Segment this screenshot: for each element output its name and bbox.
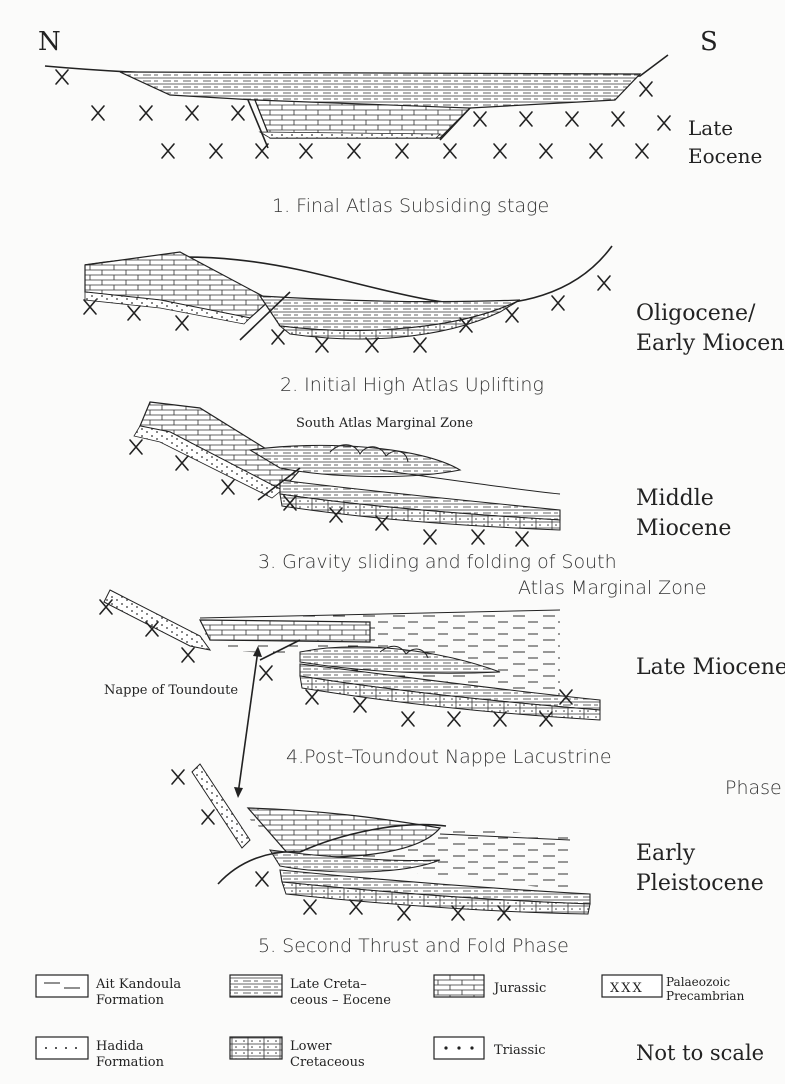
stage-4-nappe-block bbox=[200, 620, 370, 642]
stage-2-cretaceous-layer bbox=[260, 296, 520, 330]
legend-item-triassic: Triassic bbox=[434, 1037, 546, 1059]
nappe-arrow-head-down bbox=[234, 787, 243, 798]
south-label: S bbox=[700, 27, 718, 57]
legend: Ait Kandoula Formation Late Creta– ceous… bbox=[36, 975, 764, 1070]
stage-5-section: Early Pleistocene 5. Second Thrust and F… bbox=[172, 764, 764, 957]
stage-1-caption: 1. Final Atlas Subsiding stage bbox=[272, 195, 549, 217]
stage-5-age-line1: Early bbox=[636, 841, 696, 866]
stage-2-caption: 2. Initial High Atlas Uplifting bbox=[280, 374, 544, 396]
stage-3-section: South Atlas Marginal Zone Middle Miocene… bbox=[130, 402, 731, 599]
legend-item-late-cretaceous-eocene: Late Creta– ceous – Eocene bbox=[230, 975, 391, 1008]
stage-4-caption-line2: Phase bbox=[725, 777, 782, 799]
stage-4-caption-line1: 4.Post–Toundout Nappe Lacustrine bbox=[286, 746, 612, 768]
legend-item-jurassic: Jurassic bbox=[434, 975, 546, 997]
stage-2-age-line2: Early Miocene bbox=[636, 331, 785, 356]
legend-item-hadida: Hadida Formation bbox=[36, 1037, 165, 1070]
stage-3-jurassic-tilted bbox=[140, 402, 300, 490]
legend-item-ait-kandoula: Ait Kandoula Formation bbox=[36, 975, 181, 1008]
legend-label-line1: Ait Kandoula bbox=[95, 977, 181, 992]
legend-label-line2: Precambrian bbox=[666, 989, 745, 1003]
stage-1-section: N S bbox=[38, 27, 762, 217]
stage-2-age-line1: Oligocene/ bbox=[636, 301, 756, 326]
legend-label-line2: Cretaceous bbox=[290, 1055, 365, 1070]
legend-label-line1: Hadida bbox=[96, 1039, 144, 1054]
stage-4-triassic-slope bbox=[104, 590, 210, 650]
legend-label-line1: Triassic bbox=[494, 1043, 546, 1058]
stage-2-section: Oligocene/ Early Miocene 2. Initial High… bbox=[84, 246, 785, 396]
stage-1-age-line1: Late bbox=[688, 116, 733, 140]
legend-label-line2: Formation bbox=[96, 993, 165, 1008]
legend-label-line1: Jurassic bbox=[492, 981, 546, 996]
legend-label-line2: ceous – Eocene bbox=[290, 993, 391, 1008]
stage-3-age-line2: Miocene bbox=[636, 516, 731, 541]
north-label: N bbox=[38, 27, 61, 57]
stage-5-caption: 5. Second Thrust and Fold Phase bbox=[258, 935, 569, 957]
legend-label-line2: Formation bbox=[96, 1055, 165, 1070]
stage-3-age-line1: Middle bbox=[636, 486, 714, 511]
stage-3-caption-line2: Atlas Marginal Zone bbox=[518, 577, 707, 599]
legend-label-line1: Lower bbox=[290, 1039, 332, 1054]
legend-label-line1: Palaeozoic bbox=[666, 975, 730, 989]
stage-5-age-line2: Pleistocene bbox=[636, 871, 764, 896]
legend-item-palaeozoic-precambrian: XXX Palaeozoic Precambrian bbox=[602, 975, 745, 1003]
legend-label-line1: Late Creta– bbox=[290, 977, 367, 992]
stage-3-caption-line1: 3. Gravity sliding and folding of South bbox=[258, 551, 617, 573]
legend-symbol-xxx: XXX bbox=[610, 981, 644, 996]
stage-4-age-line1: Late Miocene bbox=[636, 655, 785, 680]
legend-item-lower-cretaceous: Lower Cretaceous bbox=[230, 1037, 365, 1070]
scale-note: Not to scale bbox=[636, 1041, 764, 1065]
nappe-arrow-line bbox=[238, 650, 258, 794]
stage-4-nappe-label: Nappe of Toundoute bbox=[104, 683, 238, 698]
stage-5-triassic-slope bbox=[192, 764, 250, 848]
stage-1-age-line2: Eocene bbox=[688, 144, 762, 168]
stage-3-hadida-top bbox=[380, 470, 560, 494]
stage-3-zone-label: South Atlas Marginal Zone bbox=[296, 416, 473, 431]
